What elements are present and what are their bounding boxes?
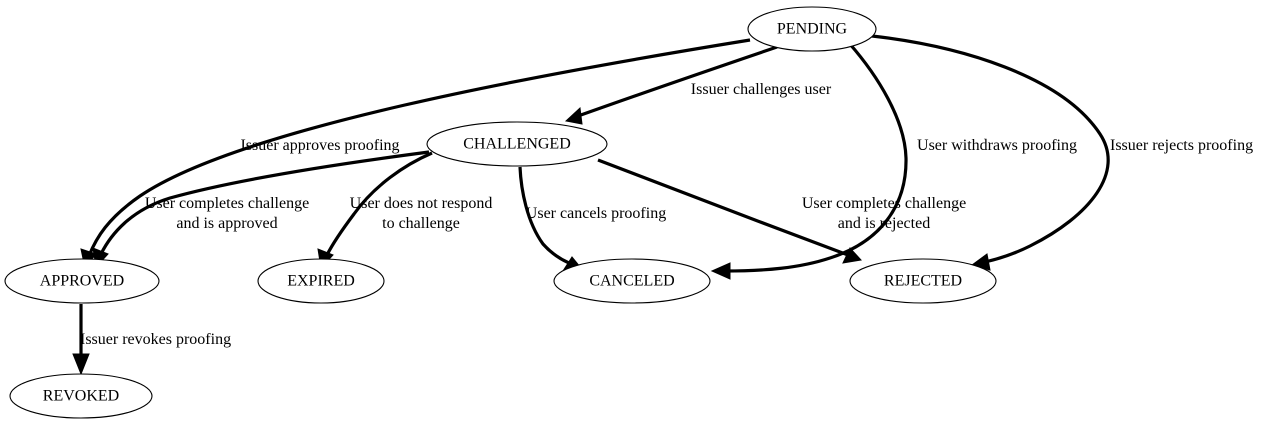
node-label-revoked: REVOKED [43, 388, 119, 405]
edge-label-issuer-challenges-user: Issuer challenges user [691, 81, 832, 98]
edge-label-user-withdraws-proofing: User withdraws proofing [917, 137, 1077, 154]
edge-label-user-completes-challenge-approved-line2: and is approved [176, 215, 277, 232]
edge-approved-to-revoked [72, 304, 90, 376]
node-ellipse-revoked[interactable] [9, 373, 153, 419]
node-challenged[interactable]: CHALLENGED [426, 121, 608, 167]
edge-label-issuer-revokes-proofing: Issuer revokes proofing [80, 331, 231, 348]
node-pending[interactable]: PENDING [747, 6, 877, 52]
edge-label-user-completes-challenge-rejected-line1: User completes challenge [802, 195, 966, 212]
node-label-approved: APPROVED [40, 273, 124, 290]
edge-pending-to-canceled [710, 41, 908, 280]
node-label-rejected: REJECTED [884, 273, 962, 290]
arrowhead-approved-revoked [72, 353, 90, 376]
node-ellipse-expired[interactable] [257, 258, 385, 304]
node-ellipse-rejected[interactable] [849, 258, 997, 304]
edge-label-user-cancels-proofing: User cancels proofing [526, 205, 666, 222]
edge-challenged-to-rejected [597, 158, 862, 264]
arrowhead-pending-canceled [710, 262, 731, 280]
edge-label-issuer-rejects-proofing: Issuer rejects proofing [1110, 137, 1253, 154]
edge-path-pending-approved [87, 38, 751, 257]
node-canceled[interactable]: CANCELED [553, 258, 711, 304]
node-label-expired: EXPIRED [287, 273, 355, 290]
node-label-pending: PENDING [777, 21, 848, 38]
node-expired[interactable]: EXPIRED [257, 258, 385, 304]
node-ellipse-approved[interactable] [4, 258, 160, 304]
node-ellipse-challenged[interactable] [426, 121, 608, 167]
node-ellipse-pending[interactable] [747, 6, 877, 52]
edge-path-pending-challenged [577, 45, 778, 118]
node-revoked[interactable]: REVOKED [9, 373, 153, 419]
node-label-challenged: CHALLENGED [463, 136, 571, 153]
arrowhead-pending-challenged [564, 106, 583, 125]
edge-label-user-completes-challenge-approved-line1: User completes challenge [145, 195, 309, 212]
node-approved[interactable]: APPROVED [4, 258, 160, 304]
edge-label-user-does-not-respond-line2: to challenge [382, 215, 460, 232]
edge-label-user-does-not-respond-line1: User does not respond [350, 195, 493, 212]
node-ellipse-canceled[interactable] [553, 258, 711, 304]
arrowhead-challenged-rejected [842, 247, 862, 264]
edge-path-pending-rejected [871, 34, 1110, 264]
node-label-canceled: CANCELED [589, 273, 674, 290]
edge-label-user-completes-challenge-rejected-line2: and is rejected [838, 215, 930, 232]
edge-label-issuer-approves-proofing: Issuer approves proofing [240, 137, 399, 154]
edge-pending-to-challenged [564, 45, 778, 125]
edge-path-challenged-canceled [518, 166, 570, 265]
edge-path-challenged-expired [325, 151, 433, 256]
edge-path-challenged-approved [99, 150, 430, 255]
edge-path-challenged-rejected [597, 158, 849, 257]
edge-path-pending-canceled [724, 41, 908, 273]
node-rejected[interactable]: REJECTED [849, 258, 997, 304]
